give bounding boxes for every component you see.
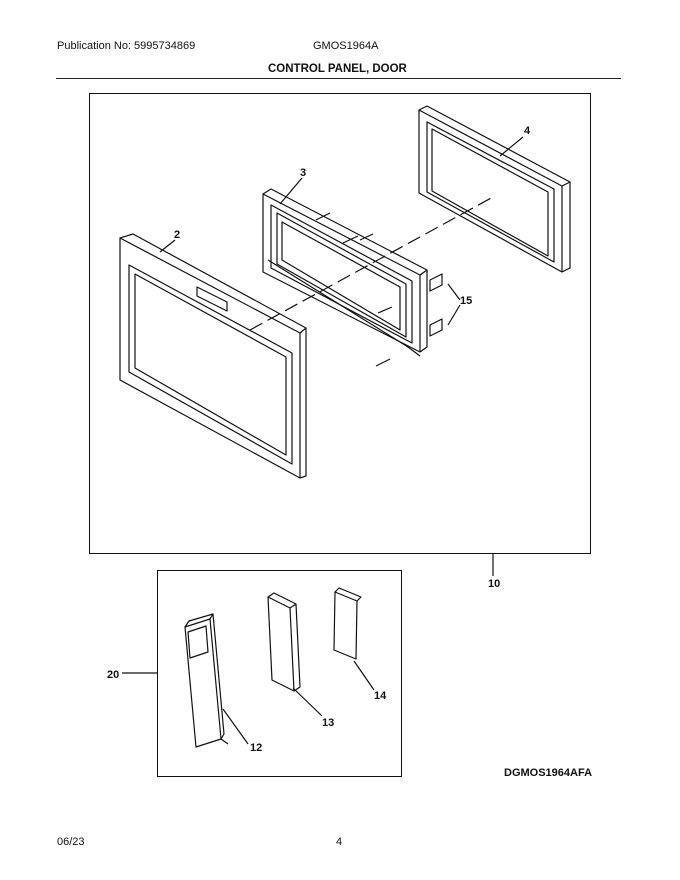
control-panel-face-part — [184, 613, 229, 748]
page-number: 4 — [336, 836, 343, 848]
latch-hook-parts — [429, 273, 443, 337]
callout-12: 12 — [250, 742, 262, 754]
callout-2: 2 — [174, 229, 180, 241]
window-frame-part — [418, 105, 571, 273]
callout-14: 14 — [374, 690, 387, 702]
callout-20: 20 — [107, 669, 119, 681]
callout-3: 3 — [300, 167, 306, 179]
footer-date: 06/23 — [57, 836, 85, 848]
header-rule — [56, 78, 621, 79]
alignment-line — [249, 196, 494, 331]
door-assembly-frame — [89, 93, 591, 554]
callout-15: 15 — [460, 295, 472, 307]
door-outer-panel-part — [119, 233, 307, 479]
model-number: GMOS1964A — [313, 40, 379, 52]
door-inner-frame-part — [262, 188, 428, 357]
callout-leaders — [122, 136, 524, 745]
diagram-code: DGMOS1964AFA — [504, 767, 593, 779]
screws — [315, 212, 393, 367]
control-board-part — [333, 587, 362, 660]
control-panel-frame — [157, 570, 402, 777]
page-title: CONTROL PANEL, DOOR — [268, 63, 407, 75]
callout-13: 13 — [322, 717, 334, 729]
publication-number: Publication No: 5995734869 — [57, 40, 196, 52]
control-bracket-part — [267, 592, 301, 692]
callout-4: 4 — [524, 125, 531, 137]
callout-10: 10 — [488, 578, 500, 590]
